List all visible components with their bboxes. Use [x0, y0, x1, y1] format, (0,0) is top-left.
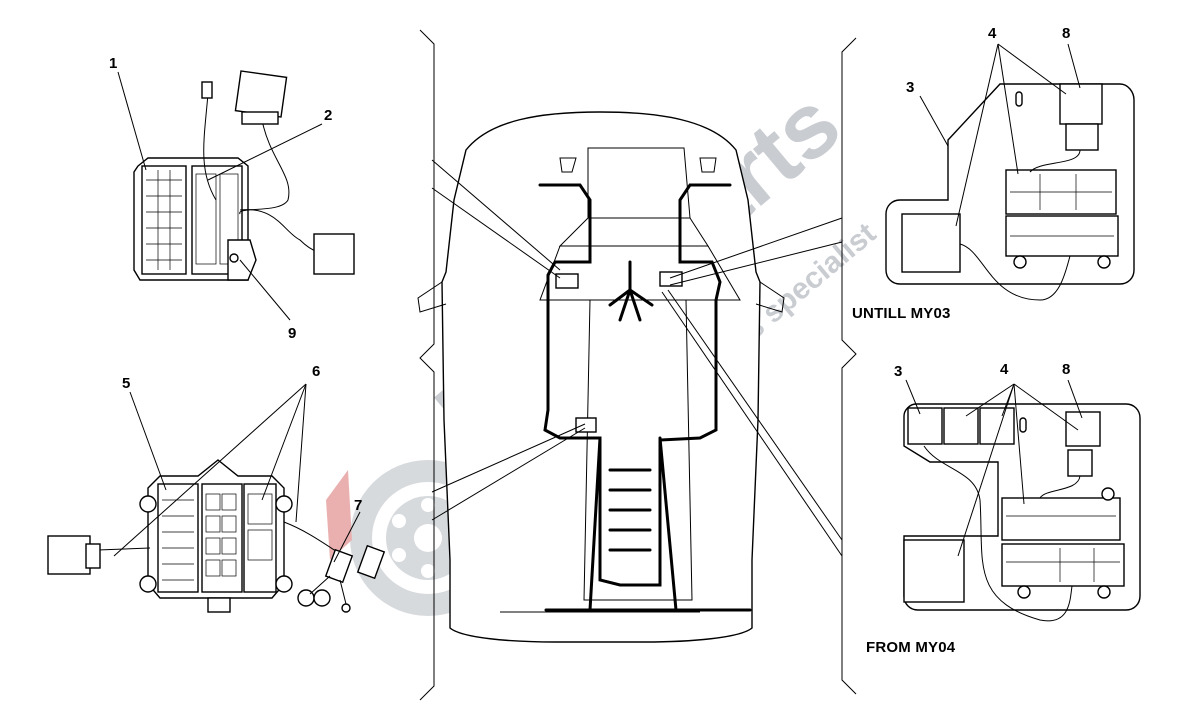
caption-until-my03: UNTILL MY03	[852, 305, 951, 322]
panel-top-right-leaders	[919, 43, 1081, 227]
panel-top-left-leaders	[117, 71, 323, 321]
callout-3-until: 3	[906, 79, 914, 96]
fuse-box-front	[133, 70, 355, 281]
callout-7: 7	[354, 497, 362, 514]
panel-bottom-left-leaders	[113, 383, 361, 563]
callout-5: 5	[122, 375, 130, 392]
callout-8-from: 8	[1062, 361, 1070, 378]
caption-from-my04: FROM MY04	[866, 639, 956, 656]
callout-4-until: 4	[988, 25, 997, 42]
ecu-panel-from-my04	[903, 403, 1141, 622]
callout-1: 1	[109, 55, 117, 72]
callout-6: 6	[312, 363, 320, 380]
leader-lines	[431, 159, 843, 557]
callout-4-from: 4	[1000, 361, 1009, 378]
callout-8-until: 8	[1062, 25, 1070, 42]
callout-2: 2	[324, 107, 332, 124]
ecu-panel-until-my03	[885, 83, 1135, 301]
callout-3-from: 3	[894, 363, 902, 380]
car-harness	[538, 183, 752, 612]
panel-bottom-right-leaders	[905, 379, 1083, 557]
section-dividers	[419, 29, 857, 701]
callout-9: 9	[288, 325, 296, 342]
